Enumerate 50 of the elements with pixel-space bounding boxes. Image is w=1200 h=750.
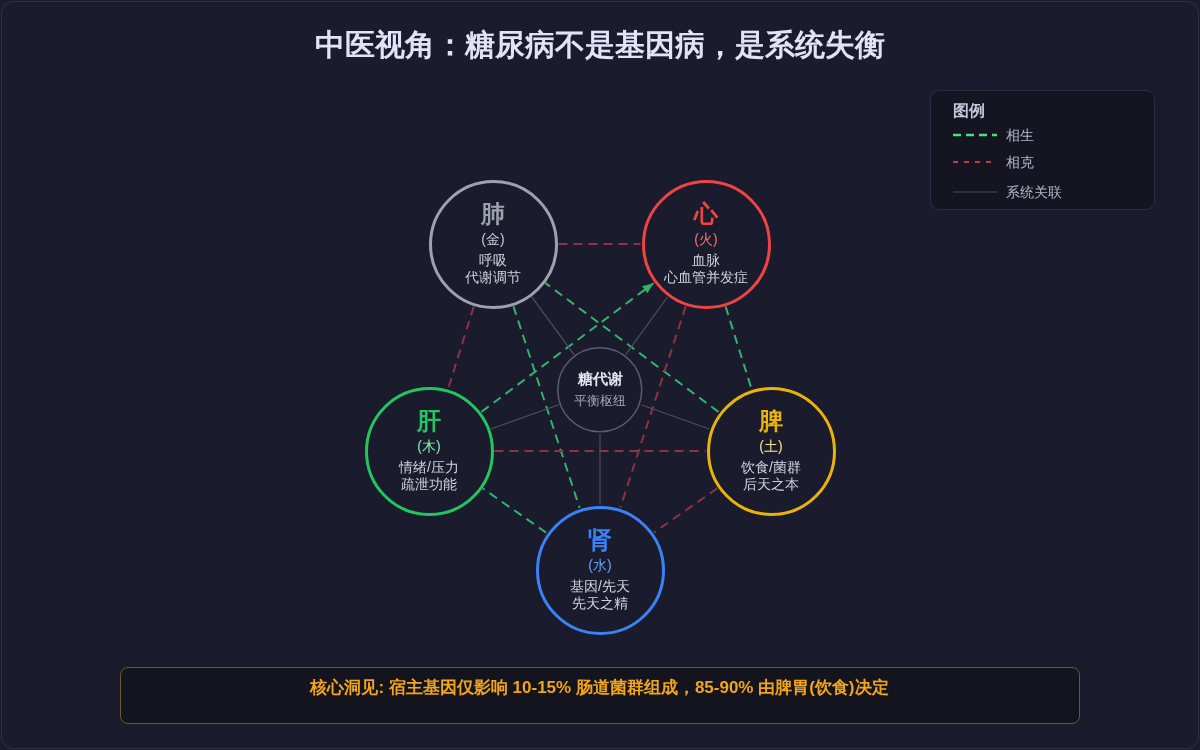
organ-name: 脾 bbox=[759, 406, 783, 436]
hub-circle bbox=[557, 347, 643, 433]
dashed-line bbox=[557, 243, 642, 245]
title: 中医视角：糖尿病不是基因病，是系统失衡 bbox=[315, 27, 885, 63]
organ-circle bbox=[706, 386, 836, 516]
dashed-line bbox=[447, 305, 475, 390]
connector-line bbox=[490, 404, 560, 430]
legend-label: 系统关联 bbox=[1006, 183, 1062, 201]
function-text: 情绪/压力 bbox=[399, 458, 459, 476]
organ-circle bbox=[428, 179, 558, 309]
legend-title: 图例 bbox=[953, 101, 985, 121]
dashed-line bbox=[493, 450, 707, 452]
dashed-line bbox=[652, 487, 719, 534]
function-text: 呼吸 bbox=[479, 251, 507, 269]
hub-subtitle: 平衡枢纽 bbox=[574, 393, 626, 409]
function-text: 心血管并发症 bbox=[664, 268, 748, 286]
organ-name: 肝 bbox=[417, 406, 441, 436]
element-label: (木) bbox=[417, 437, 441, 455]
organ-name: 肾 bbox=[588, 525, 612, 555]
organ-name: 肺 bbox=[481, 199, 505, 229]
connector-line bbox=[640, 404, 710, 430]
function-text: 后天之本 bbox=[743, 475, 799, 493]
dashed-line bbox=[544, 282, 720, 413]
organ-circle bbox=[364, 386, 494, 516]
function-text: 血脉 bbox=[692, 251, 720, 269]
dashed-line bbox=[512, 305, 581, 509]
dashed-line bbox=[619, 305, 687, 509]
legend-label: 相克 bbox=[1006, 153, 1034, 171]
organ-name: 心 bbox=[694, 199, 718, 229]
organ-circle bbox=[641, 179, 771, 309]
element-label: (水) bbox=[588, 556, 612, 574]
connector-line bbox=[625, 296, 669, 356]
hub-title: 糖代谢 bbox=[577, 370, 623, 388]
element-label: (土) bbox=[759, 437, 783, 455]
insight-text: 核心洞见: 宿主基因仅影响 10-15% 肠道菌群组成，85-90% 由脾胃(饮食)决定 bbox=[310, 678, 889, 699]
dashed-arrow bbox=[480, 282, 655, 413]
function-text: 疏泄功能 bbox=[401, 475, 457, 493]
function-text: 代谢调节 bbox=[465, 268, 521, 286]
connector-line bbox=[531, 296, 575, 356]
function-text: 基因/先天 bbox=[570, 577, 630, 595]
connector-line bbox=[599, 433, 601, 506]
organ-circle bbox=[535, 505, 665, 635]
element-label: (火) bbox=[694, 230, 718, 248]
element-label: (金) bbox=[481, 230, 505, 248]
function-text: 饮食/菌群 bbox=[741, 458, 801, 476]
dashed-line bbox=[724, 305, 753, 390]
legend-label: 相生 bbox=[1006, 126, 1034, 144]
function-text: 先天之精 bbox=[572, 594, 628, 612]
dashed-line bbox=[481, 487, 548, 534]
callout-box bbox=[120, 667, 1080, 724]
